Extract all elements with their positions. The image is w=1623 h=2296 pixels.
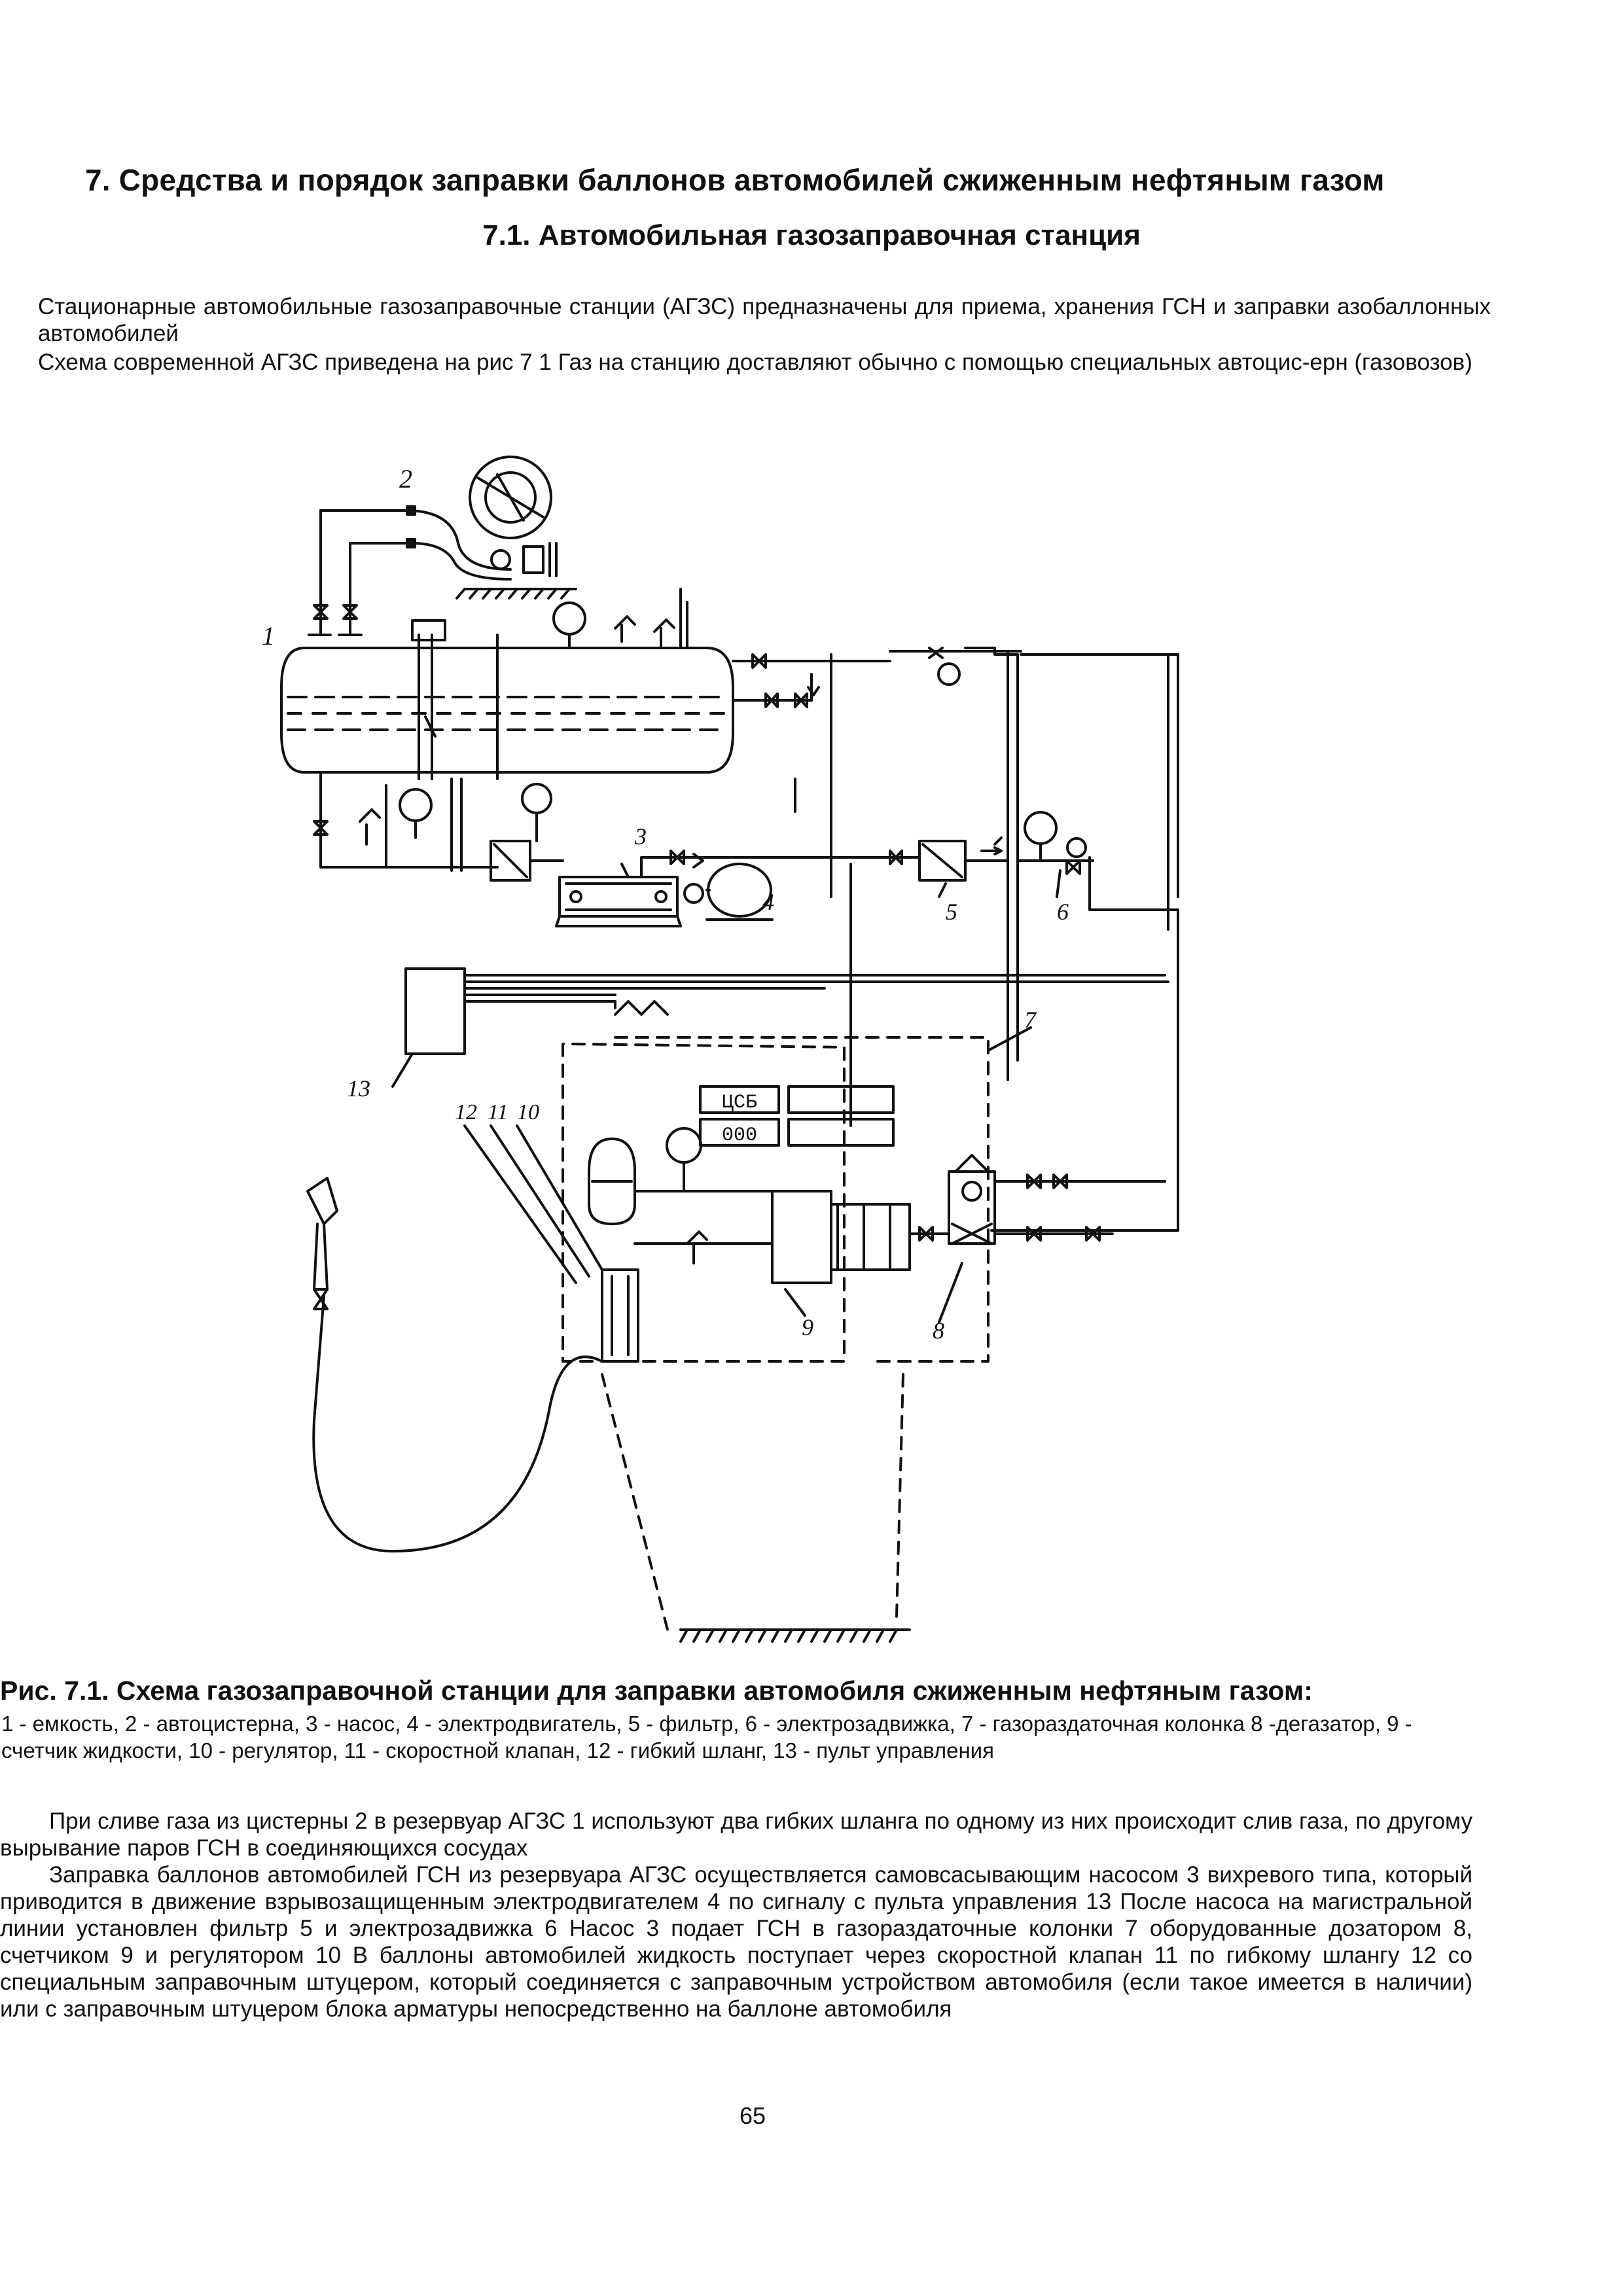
- filler-nozzle: [306, 1177, 338, 1310]
- section-heading: 7.1. Автомобильная газозаправочная станц…: [482, 219, 1141, 251]
- label-11: 11: [488, 1100, 508, 1124]
- filter: [918, 840, 967, 882]
- pump: [555, 876, 682, 927]
- label-8: 8: [933, 1318, 944, 1344]
- tank-truck: [455, 456, 577, 600]
- display-bottom-text: 000: [722, 1124, 757, 1147]
- dispenser-housing: [562, 1036, 990, 1631]
- body-paragraph: При сливе газа из цистерны 2 в резервуар…: [0, 1808, 1472, 1861]
- label-1: 1: [262, 621, 275, 651]
- intro-paragraph: Схема современной АГЗС приведена на рис …: [38, 350, 1472, 375]
- body-paragraph: Заправка баллонов автомобилей ГСН из рез…: [0, 1862, 1472, 2022]
- electric-motor: [683, 863, 774, 921]
- label-10: 10: [517, 1100, 539, 1124]
- label-7: 7: [1024, 1007, 1037, 1033]
- flexible-hose: [312, 1295, 603, 1552]
- station-schematic: ЦСБ 000 1 2 3 4 5 6 7 8 9 10 11 12 13: [262, 456, 1179, 1643]
- liquid-meter: [771, 1190, 911, 1284]
- label-4: 4: [762, 889, 774, 915]
- figure-caption: Рис. 7.1. Схема газозаправочной станции …: [0, 1676, 1479, 1764]
- label-9: 9: [802, 1314, 813, 1340]
- label-6: 6: [1057, 899, 1069, 925]
- display-top-text: ЦСБ: [722, 1092, 757, 1114]
- caption-legend: 1 - емкость, 2 - автоцистерна, 3 - насос…: [1, 1712, 1412, 1763]
- label-3: 3: [634, 823, 647, 850]
- storage-tank: [280, 619, 734, 780]
- electric-valve: [1065, 837, 1087, 875]
- regulator: [588, 1138, 636, 1225]
- velocity-valve: [601, 1268, 639, 1363]
- caption-title: Рис. 7.1. Схема газозаправочной станции …: [0, 1676, 1313, 1706]
- label-2: 2: [399, 464, 412, 493]
- dispenser-display: [699, 1085, 895, 1147]
- label-5: 5: [946, 899, 957, 925]
- station-schematic-figure: ЦСБ 000 1 2 3 4 5 6 7 8 9 10 11 12 13: [236, 439, 1257, 1662]
- degasser: [948, 1154, 996, 1245]
- label-12: 12: [455, 1100, 477, 1124]
- intro-paragraph: Стационарные автомобильные газозаправочн…: [38, 294, 1491, 346]
- control-panel: [404, 967, 466, 1055]
- body-text: При сливе газа из цистерны 2 в резервуар…: [0, 1808, 1472, 2022]
- intro-text: Стационарные автомобильные газозаправочн…: [38, 293, 1491, 376]
- page-number: 65: [739, 2102, 766, 2129]
- label-13: 13: [347, 1075, 370, 1102]
- chapter-heading: 7. Средства и порядок заправки баллонов …: [85, 163, 1385, 197]
